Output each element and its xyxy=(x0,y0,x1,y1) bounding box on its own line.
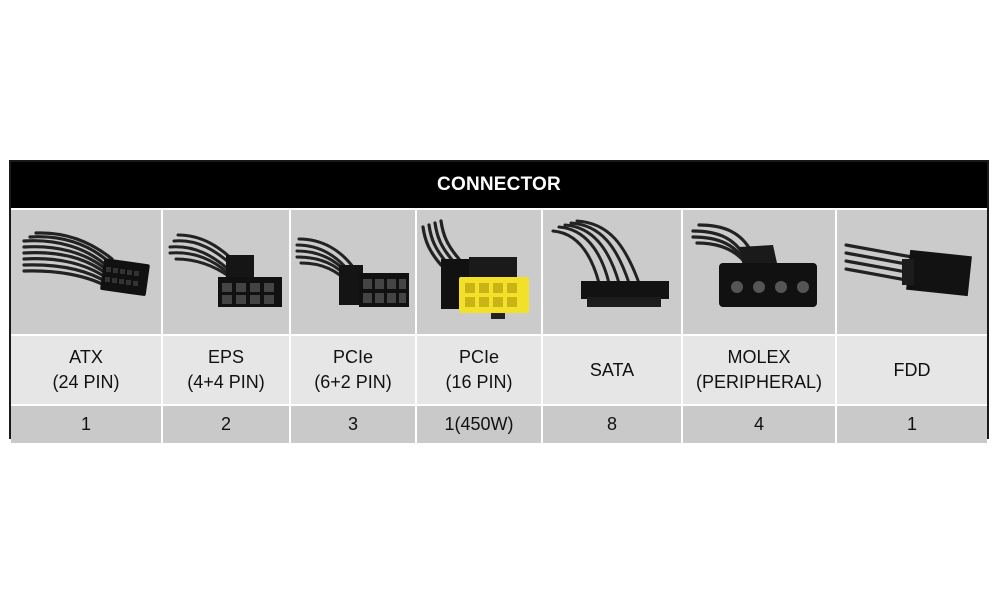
connector-name-line: MOLEX xyxy=(727,347,791,367)
table-header: CONNECTOR xyxy=(11,162,987,208)
connector-name-subline: (4+4 PIN) xyxy=(187,372,265,392)
connector-name: MOLEX (PERIPHERAL) xyxy=(681,336,835,404)
eps-4-4-pin-connector-icon xyxy=(161,210,289,334)
pcie-16-pin-connector-icon xyxy=(415,210,541,334)
connector-count: 3 xyxy=(289,406,415,443)
connector-name-row: ATX (24 PIN) EPS (4+4 PIN) PCIe (6+2 PIN) P… xyxy=(11,334,987,404)
connector-name-subline: (24 PIN) xyxy=(52,372,120,392)
connector-name: EPS (4+4 PIN) xyxy=(161,336,289,404)
connector-count: 8 xyxy=(541,406,681,443)
connector-name-subline: (6+2 PIN) xyxy=(314,372,392,392)
connector-count: 1 xyxy=(835,406,987,443)
connector-name-line: SATA xyxy=(589,359,635,380)
connector-name-line: FDD xyxy=(893,359,931,380)
connector-name: SATA xyxy=(541,336,681,404)
connector-count: 4 xyxy=(681,406,835,443)
connector-name: PCIe (6+2 PIN) xyxy=(289,336,415,404)
connector-name: FDD xyxy=(835,336,987,404)
connector-name-line: PCIe xyxy=(458,347,500,367)
connector-name-line: ATX xyxy=(69,347,103,367)
pcie-6-2-pin-connector-icon xyxy=(289,210,415,334)
connector-image-row xyxy=(11,208,987,334)
connector-count: 1(450W) xyxy=(415,406,541,443)
connector-name: PCIe (16 PIN) xyxy=(415,336,541,404)
connector-name-line: EPS xyxy=(207,347,245,367)
connector-count: 1 xyxy=(11,406,161,443)
connector-name-line: PCIe xyxy=(332,347,374,367)
atx-24-pin-connector-icon xyxy=(11,210,161,334)
connector-count: 2 xyxy=(161,406,289,443)
connector-name-subline: (16 PIN) xyxy=(445,372,513,392)
sata-connector-icon xyxy=(541,210,681,334)
connector-table: CONNECTOR xyxy=(9,160,989,443)
connector-name: ATX (24 PIN) xyxy=(11,336,161,404)
connector-name-subline: (PERIPHERAL) xyxy=(695,372,823,392)
connector-count-row: 1 2 3 1(450W) 8 4 1 xyxy=(11,404,987,443)
molex-peripheral-connector-icon xyxy=(681,210,835,334)
fdd-connector-icon xyxy=(835,210,987,334)
